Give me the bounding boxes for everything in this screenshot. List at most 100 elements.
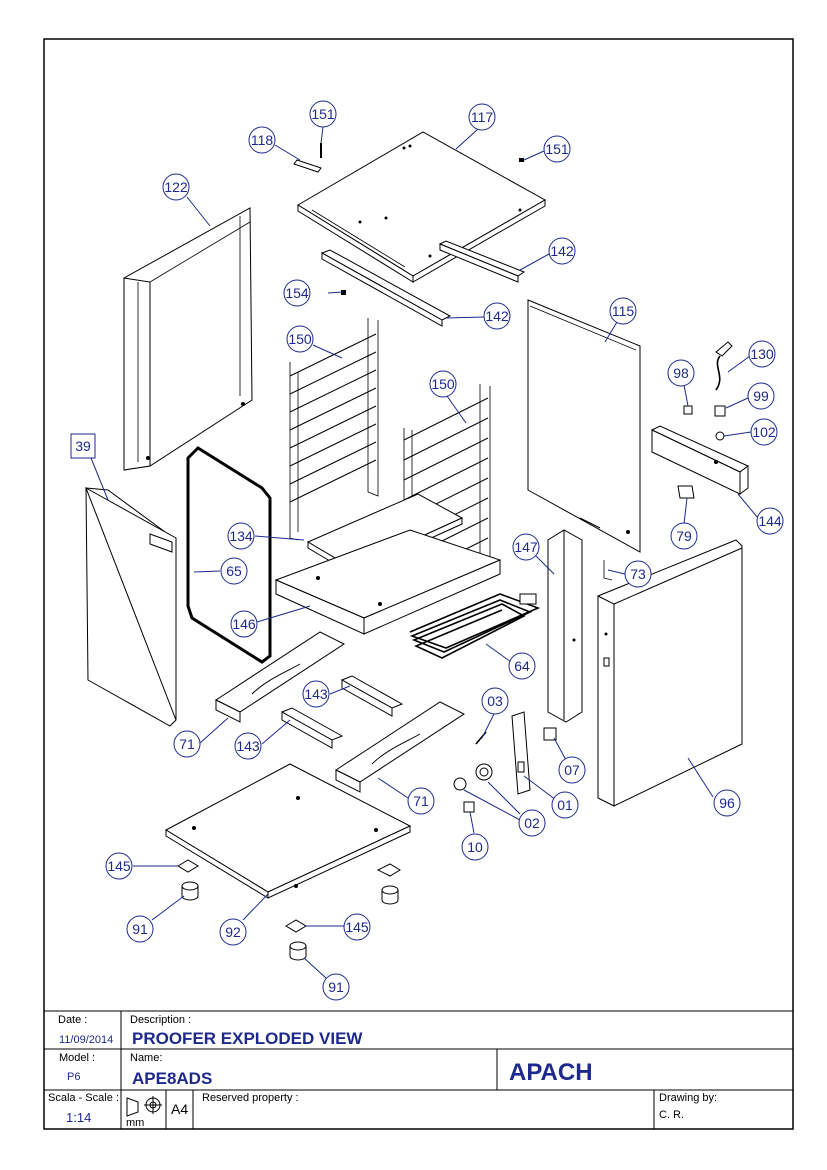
svg-text:143: 143 [236,738,260,754]
balloon: 150 [286,325,314,353]
svg-text:154: 154 [285,285,309,301]
balloon: 10 [461,833,489,861]
svg-text:91: 91 [132,921,148,937]
small-fittings [683,405,726,441]
balloon: 91 [126,915,154,943]
description-value: PROOFER EXPLODED VIEW [132,1029,363,1048]
projection-symbol-icon [126,1096,162,1117]
balloon: 102 [750,418,778,446]
balloon: 145 [343,913,371,941]
balloon: 98 [667,359,695,387]
cross-bracket-lower [280,707,344,749]
balloon: 91 [322,973,350,1001]
name-value: APE8ADS [132,1069,212,1088]
balloon: 03 [481,687,509,715]
svg-text:150: 150 [431,376,455,392]
balloon: 146 [230,610,258,638]
balloon-square: 39 [70,433,96,459]
balloon: 07 [558,756,586,784]
svg-text:39: 39 [75,438,91,454]
balloon: 151 [309,100,337,128]
svg-text:71: 71 [413,793,429,809]
svg-text:01: 01 [557,797,573,813]
cross-bracket-upper [340,675,404,717]
scale-label: Scala - Scale : [48,1092,119,1104]
cross-rails [320,240,526,327]
svg-text:02: 02 [524,815,540,831]
adjustable-feet [181,881,399,961]
svg-text:145: 145 [107,858,131,874]
parts-layer [85,131,749,961]
heating-element [409,593,541,659]
vertical-channel [547,529,583,723]
base-bracket-right [334,701,466,793]
control-box [650,425,749,495]
right-side-panel [597,539,743,807]
balloon: 130 [748,340,776,368]
door-panel [85,486,177,727]
model-value: P6 [67,1071,80,1083]
balloon: 117 [468,103,496,131]
balloon: 71 [173,730,201,758]
balloon: 115 [609,297,637,325]
top-hardware [293,143,524,173]
drawing-by-label: Drawing by: [659,1092,717,1104]
date-value: 11/09/2014 [59,1034,113,1046]
left-side-panel [123,207,253,471]
balloon: 122 [162,173,190,201]
balloon: 143 [302,680,330,708]
svg-text:92: 92 [225,924,241,940]
scale-value: 1:14 [66,1110,91,1125]
svg-text:122: 122 [164,179,188,195]
balloon: 96 [713,789,741,817]
svg-text:64: 64 [514,658,530,674]
svg-text:145: 145 [345,919,369,935]
balloon: 118 [248,126,276,154]
balloon-layer: 151 118 117 151 122 142 154 142 115 150 … [70,100,784,1001]
control-parts [453,711,557,813]
bottom-tray [274,529,502,635]
svg-text:99: 99 [753,388,769,404]
base-bracket-left [214,631,346,723]
paper-size: A4 [171,1101,188,1117]
balloon: 145 [105,852,133,880]
svg-text:79: 79 [676,528,692,544]
svg-text:151: 151 [311,106,335,122]
svg-text:130: 130 [750,346,774,362]
balloon: 71 [407,787,435,815]
svg-text:71: 71 [179,736,195,752]
reserved-label: Reserved property : [202,1092,299,1104]
bracket-73 [603,560,613,581]
brand-logo-text: APACH [509,1059,593,1086]
svg-text:98: 98 [673,365,689,381]
balloon: 143 [234,732,262,760]
svg-text:102: 102 [752,424,776,440]
svg-text:03: 03 [487,693,503,709]
base-plate [164,763,412,899]
balloon: 73 [624,560,652,588]
svg-text:65: 65 [226,563,242,579]
description-label: Description : [130,1014,191,1026]
balloon: 142 [548,237,576,265]
leader-lines [90,126,759,979]
title-block-text: Date : 11/09/2014 Description : PROOFER … [48,1014,717,1129]
svg-text:150: 150 [288,331,312,347]
svg-text:143: 143 [304,686,328,702]
foot-pads [177,859,401,933]
balloon: 142 [483,302,511,330]
svg-text:134: 134 [229,528,253,544]
svg-text:142: 142 [485,308,509,324]
drawing-by-value: C. R. [659,1109,684,1121]
balloon: 64 [508,652,536,680]
model-label: Model : [59,1052,95,1064]
title-block [44,1010,793,1129]
balloon: 154 [283,279,311,307]
svg-text:117: 117 [471,109,494,125]
drawing-frame [43,38,794,1130]
svg-text:115: 115 [612,303,635,319]
top-panel [297,131,547,283]
power-cable [715,341,733,391]
svg-text:146: 146 [232,616,256,632]
unit-label: mm [126,1117,144,1129]
